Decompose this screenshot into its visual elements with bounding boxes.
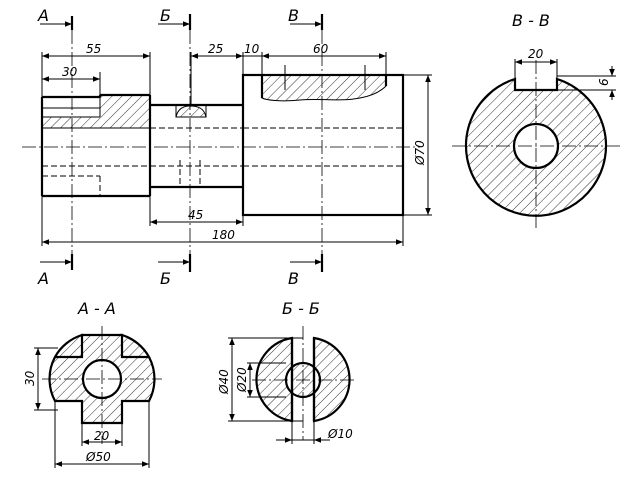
aa-dim-d50: Ø50 (85, 450, 111, 464)
bb-dim-d40: Ø40 (217, 369, 231, 395)
section-mark-b-top: Б (158, 6, 192, 30)
dim-d70: Ø70 (413, 140, 427, 166)
section-aa-title: А - А (77, 299, 116, 318)
section-bb-title: Б - Б (282, 299, 320, 318)
section-aa-body (48, 333, 156, 425)
section-bb: Б - Б Ø40 Ø20 Ø10 (217, 299, 356, 444)
section-mark-v-bottom: В (288, 254, 324, 288)
aa-dim-20: 20 (94, 429, 110, 443)
section-vv-body (464, 77, 608, 217)
dim-10: 10 (244, 42, 260, 56)
dim-30: 30 (62, 65, 78, 79)
section-mark-v-bottom-label: В (288, 269, 299, 288)
section-aa: А - А 30 20 Ø50 (23, 299, 162, 468)
section-mark-a-top: А (37, 6, 74, 30)
section-mark-b-top-label: Б (160, 6, 171, 25)
main-dimensions: 55 30 25 10 60 45 180 Ø70 (41, 42, 432, 246)
main-view (22, 30, 420, 254)
dim-180: 180 (212, 228, 235, 242)
section-mark-b-bottom-label: Б (160, 269, 171, 288)
dim-60: 60 (313, 42, 329, 56)
aa-dim-30: 30 (23, 370, 37, 386)
vv-dim-6: 6 (597, 78, 611, 86)
bb-dim-d20: Ø20 (235, 367, 249, 393)
section-mark-a-bottom-label: А (37, 269, 49, 288)
bb-dim-d10: Ø10 (327, 427, 353, 441)
hole-section-top (175, 105, 207, 118)
section-mark-b-bottom: Б (158, 254, 192, 288)
dim-25: 25 (208, 42, 223, 56)
section-mark-a-bottom: А (37, 254, 74, 288)
keyway-section-right (261, 74, 387, 102)
dim-45: 45 (188, 208, 203, 222)
section-vv-title: В - В (512, 11, 550, 30)
section-mark-a-top-label: А (37, 6, 49, 25)
keyway-section-left (42, 95, 150, 128)
section-mark-v-top-label: В (288, 6, 299, 25)
section-vv: В - В 20 6 (452, 11, 620, 228)
dim-55: 55 (86, 42, 101, 56)
section-mark-v-top: В (288, 6, 324, 30)
vv-dim-20: 20 (528, 47, 544, 61)
